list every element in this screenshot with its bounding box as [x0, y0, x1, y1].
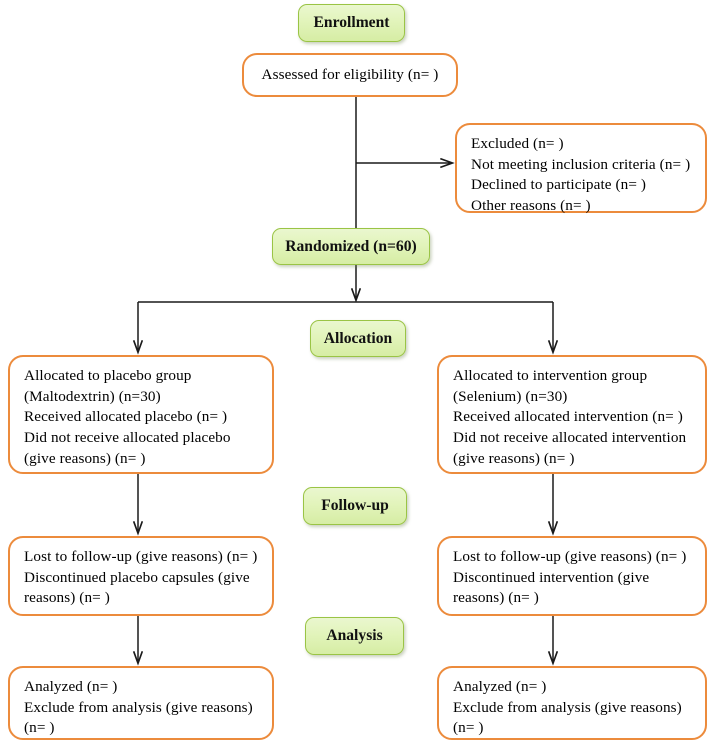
node-line: (Maltodextrin) (n=30): [24, 387, 161, 405]
node-analysis-placebo: Analyzed (n= ) Exclude from analysis (gi…: [8, 666, 274, 740]
node-line: Other reasons (n= ): [471, 197, 591, 215]
node-line: Not meeting inclusion criteria (n= ): [471, 155, 691, 173]
node-allocated-intervention: Allocated to intervention group (Seleniu…: [437, 355, 707, 474]
stage-label-analysis-text: Analysis: [326, 627, 383, 644]
node-line: (give reasons) (n= ): [453, 449, 575, 467]
node-line: Declined to participate (n= ): [471, 176, 647, 194]
stage-label-enrollment: Enrollment: [298, 4, 405, 42]
node-line: reasons) (n= ): [453, 589, 539, 607]
node-line: Analyzed (n= ): [453, 678, 547, 695]
node-line: reasons) (n= ): [24, 589, 110, 607]
node-line: (n= ): [24, 719, 55, 737]
node-line: Allocated to intervention group: [453, 367, 648, 384]
node-allocated-placebo: Allocated to placebo group (Maltodextrin…: [8, 355, 274, 474]
node-followup-placebo: Lost to follow-up (give reasons) (n= ) D…: [8, 536, 274, 616]
node-line: Assessed for eligibility (n= ): [261, 65, 439, 83]
stage-label-followup-text: Follow-up: [321, 497, 389, 514]
node-line: (Selenium) (n=30): [453, 387, 568, 405]
stage-label-analysis: Analysis: [305, 617, 404, 655]
node-line: Excluded (n= ): [471, 135, 564, 152]
stage-label-enrollment-text: Enrollment: [313, 14, 390, 31]
node-line: Did not receive allocated placebo: [24, 429, 231, 447]
node-line: Discontinued placebo capsules (give: [24, 568, 250, 586]
node-randomized-text: Randomized (n=60): [285, 237, 417, 255]
node-line: Analyzed (n= ): [24, 678, 118, 695]
node-line: Did not receive allocated intervention: [453, 429, 687, 447]
node-line: Discontinued intervention (give: [453, 568, 650, 586]
node-followup-intervention: Lost to follow-up (give reasons) (n= ) D…: [437, 536, 707, 616]
node-line: Allocated to placebo group: [24, 367, 192, 384]
node-line: (n= ): [453, 719, 484, 737]
node-excluded: Excluded (n= ) Not meeting inclusion cri…: [455, 123, 707, 214]
node-line: (give reasons) (n= ): [24, 449, 146, 467]
node-analysis-intervention: Analyzed (n= ) Exclude from analysis (gi…: [437, 666, 707, 740]
node-line: Received allocated intervention (n= ): [453, 408, 683, 426]
stage-label-followup: Follow-up: [303, 487, 407, 525]
node-line: Lost to follow-up (give reasons) (n= ): [453, 548, 687, 565]
node-line: Lost to follow-up (give reasons) (n= ): [24, 548, 258, 565]
stage-label-allocation-text: Allocation: [323, 329, 393, 347]
node-line: Received allocated placebo (n= ): [24, 408, 228, 426]
node-line: Exclude from analysis (give reasons): [453, 698, 682, 716]
node-randomized: Randomized (n=60): [272, 228, 430, 265]
stage-label-allocation: Allocation: [310, 320, 406, 357]
node-line: Exclude from analysis (give reasons): [24, 698, 253, 716]
node-assessed-for-eligibility: Assessed for eligibility (n= ): [242, 53, 458, 97]
